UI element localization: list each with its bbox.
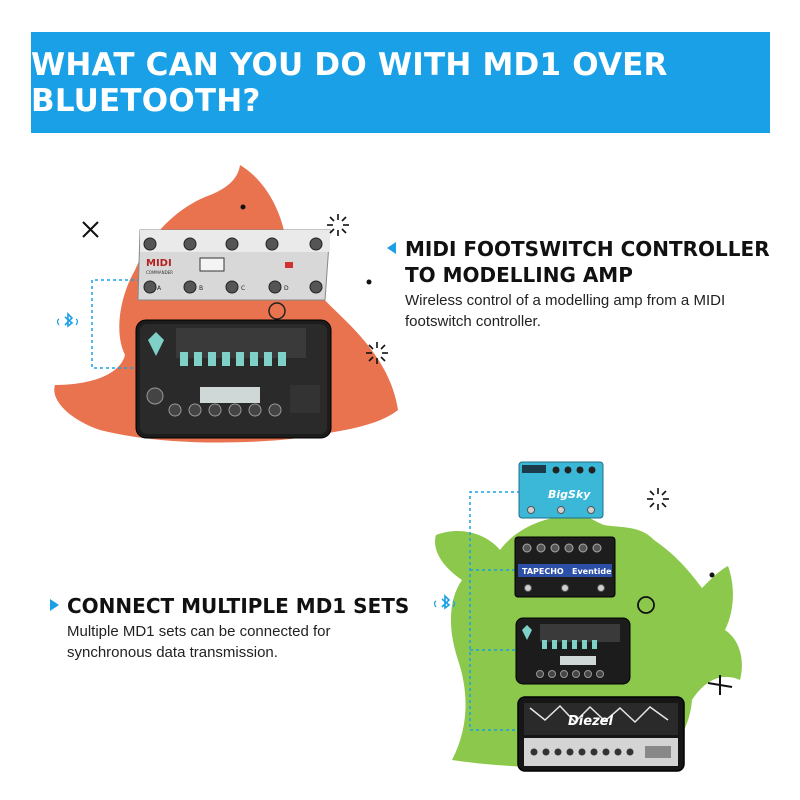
feature-2-description-line-2: synchronous data transmission. — [67, 644, 278, 661]
footswitch-sub: COMMANDER — [146, 270, 173, 275]
modelling-amp — [135, 319, 332, 439]
plus-icon — [707, 675, 733, 695]
footswitch-key-a: A — [157, 285, 162, 292]
bluetooth-icon — [433, 594, 456, 610]
footswitch-key-c: C — [241, 285, 245, 292]
feature-2-arrow — [50, 599, 59, 611]
tapecho-logo: TAPECHO — [522, 567, 564, 576]
tapecho-pedal: TAPECHO Eventide — [514, 536, 616, 598]
page-title: WHAT CAN YOU DO WITH MD1 OVER BLUETOOTH? — [31, 46, 668, 119]
dot-icon — [366, 279, 372, 285]
feature-1-description-line-1: Wireless control of a modelling amp from… — [405, 292, 726, 309]
eventide-logo: Eventide — [572, 567, 612, 576]
dot-icon — [709, 572, 715, 578]
diezel-logo: Diezel — [568, 714, 613, 729]
bigsky-pedal: BigSky — [518, 461, 604, 519]
feature-2-title: CONNECT MULTIPLE MD1 SETS — [67, 594, 410, 618]
sparkle-icon — [327, 214, 349, 236]
diezel-amp-head: Diezel — [517, 696, 685, 772]
sparkle-icon — [647, 488, 669, 510]
feature-2-description-line-1: Multiple MD1 sets can be connected for — [67, 623, 331, 640]
bluetooth-icon — [56, 312, 79, 328]
feature-1-title-line-2: TO MODELLING AMP — [405, 263, 633, 287]
connector-line-2 — [469, 491, 520, 731]
circle-icon — [637, 596, 655, 614]
footswitch-key-d: D — [284, 285, 289, 292]
bigsky-logo: BigSky — [548, 488, 591, 501]
dot-icon — [240, 204, 246, 210]
sparkle-icon — [366, 342, 388, 364]
footswitch-brand: MIDI — [146, 258, 172, 269]
mini-modelling-amp — [515, 617, 631, 685]
connector-line-1 — [91, 279, 140, 369]
header-banner: WHAT CAN YOU DO WITH MD1 OVER BLUETOOTH? — [31, 32, 770, 133]
feature-1-title-line-1: MIDI FOOTSWITCH CONTROLLER — [405, 237, 770, 261]
feature-1-description-line-2: footswitch controller. — [405, 313, 541, 330]
feature-1-arrow — [387, 242, 396, 254]
feature-midi-footswitch: MIDI FOOTSWITCH CONTROLLER TO MODELLING … — [405, 236, 785, 332]
midi-footswitch-controller: MIDI COMMANDER A B C D — [137, 229, 331, 320]
feature-multiple-md1: CONNECT MULTIPLE MD1 SETS Multiple MD1 s… — [67, 593, 447, 663]
close-icon — [82, 221, 99, 238]
footswitch-key-b: B — [199, 285, 203, 292]
